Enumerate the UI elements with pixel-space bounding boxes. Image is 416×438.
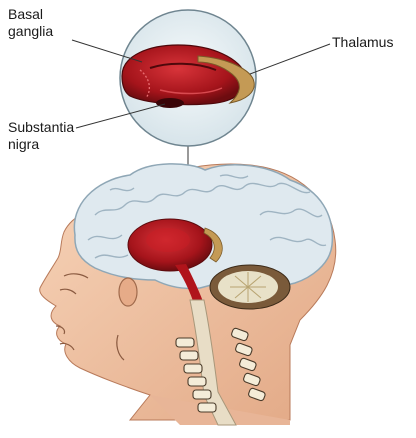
label-substantia-nigra: Substantia nigra — [8, 119, 74, 153]
label-basal-ganglia: Basal ganglia — [8, 6, 53, 40]
label-basal-ganglia-line1: Basal — [8, 6, 53, 23]
label-basal-ganglia-line2: ganglia — [8, 23, 53, 40]
inset-substantia-nigra — [156, 98, 184, 108]
label-thalamus: Thalamus — [332, 34, 393, 51]
cerebellum — [210, 265, 290, 309]
inset-magnifier — [120, 10, 256, 146]
label-substantia-nigra-line1: Substantia — [8, 119, 74, 136]
label-substantia-nigra-line2: nigra — [8, 136, 74, 153]
